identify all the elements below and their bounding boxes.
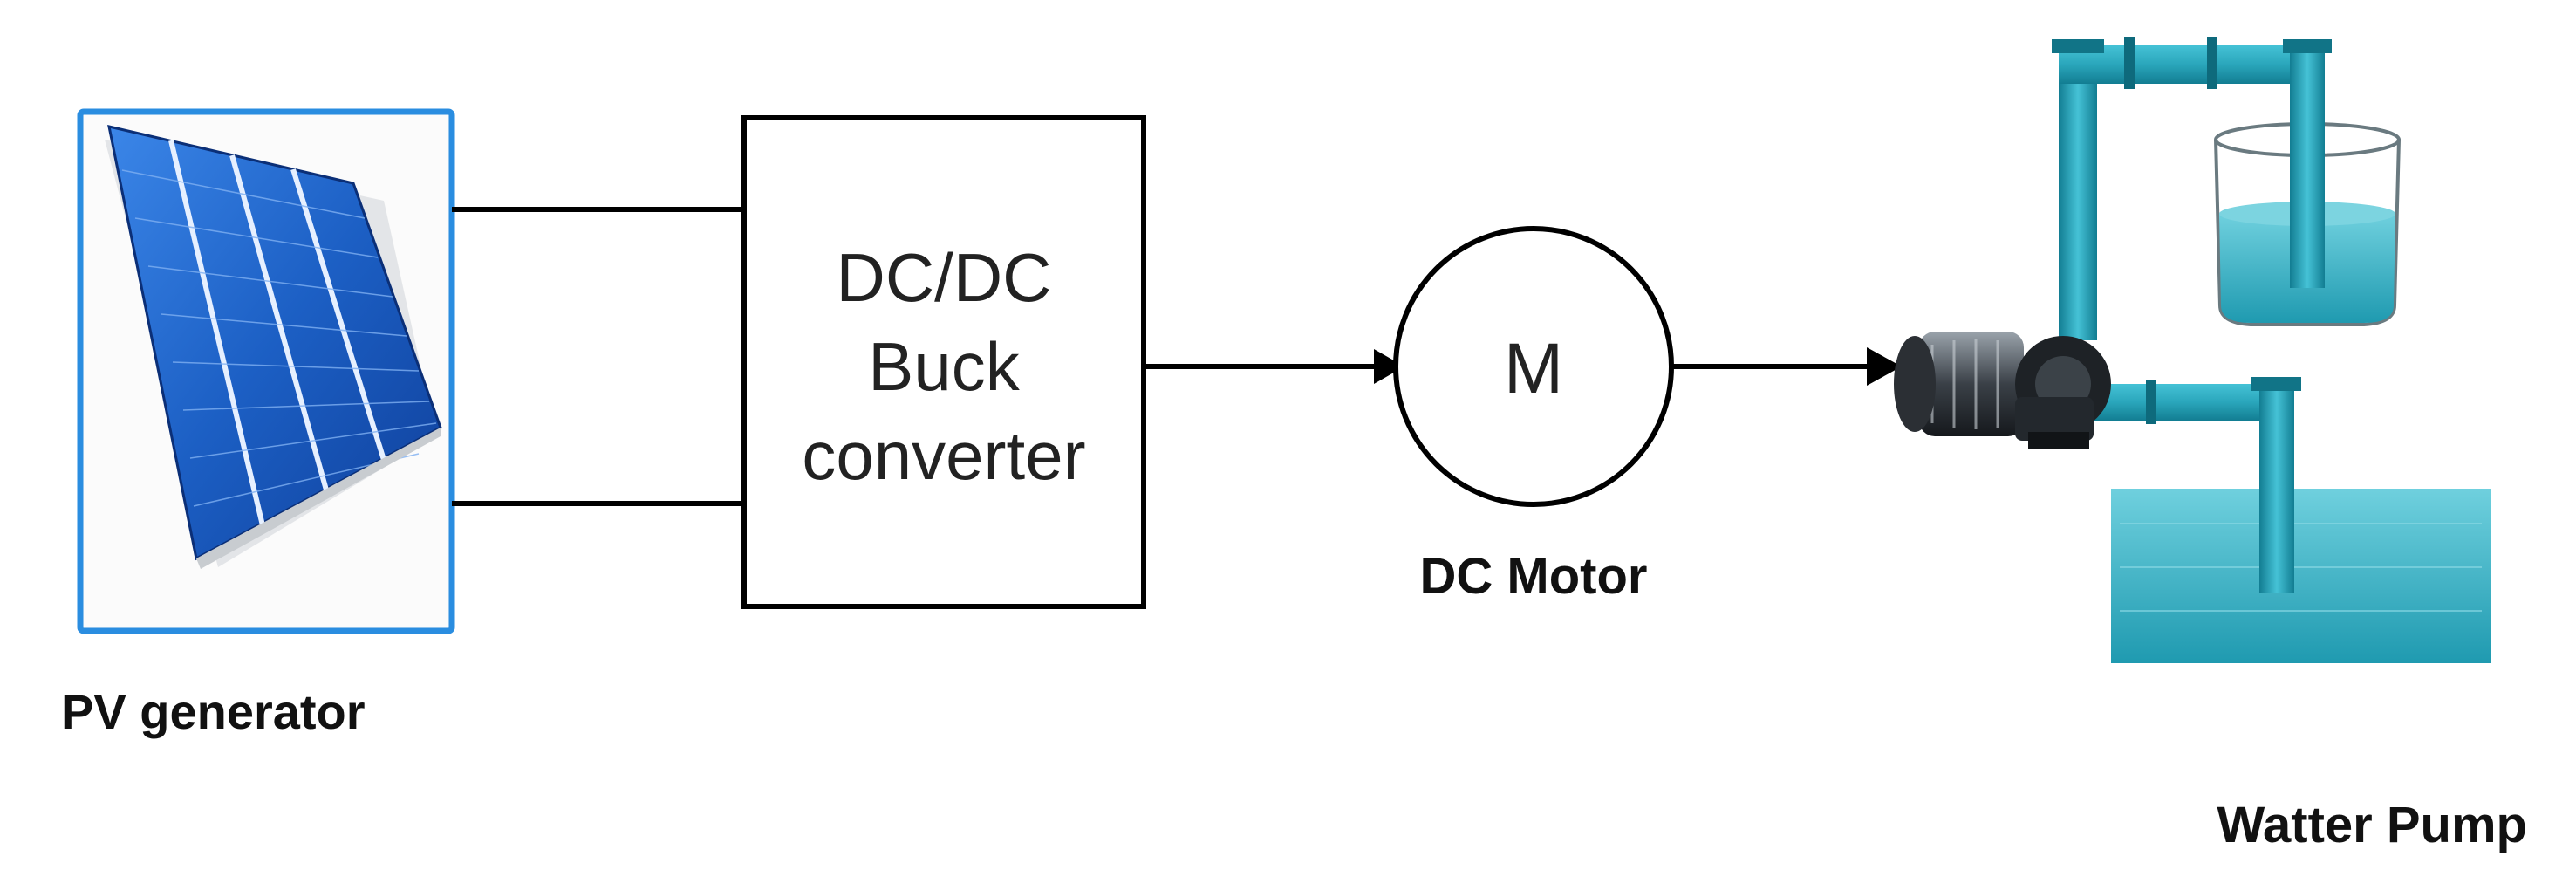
converter-line-1: DC/DC bbox=[837, 239, 1052, 316]
dc-motor-label: DC Motor bbox=[1420, 548, 1648, 605]
converter-line-3: converter bbox=[802, 417, 1085, 494]
converter-box bbox=[741, 115, 1146, 609]
pv-generator-label: PV generator bbox=[61, 684, 366, 739]
pv-generator: PV generator bbox=[61, 108, 455, 739]
lower-reservoir bbox=[2111, 489, 2491, 663]
water-pump-label: Watter Pump bbox=[2217, 797, 2527, 853]
dc-motor: M DC Motor bbox=[1393, 226, 1674, 605]
arrow-head-icon bbox=[1374, 349, 1404, 384]
dcdc-buck-converter: DC/DC Buck converter bbox=[741, 115, 1146, 609]
pv-to-converter-wires bbox=[452, 207, 744, 506]
converter-to-motor-arrow bbox=[1144, 349, 1404, 384]
converter-line-2: Buck bbox=[868, 328, 1020, 405]
pump-motor-body bbox=[1894, 332, 2111, 449]
arrow-head-icon bbox=[1867, 347, 1902, 386]
pipes bbox=[2052, 37, 2332, 593]
water-pump-icon: Watter Pump bbox=[1894, 37, 2527, 853]
motor-symbol: M bbox=[1504, 329, 1563, 408]
motor-to-pump-arrow bbox=[1671, 347, 1902, 386]
solar-panel-icon bbox=[84, 115, 448, 627]
